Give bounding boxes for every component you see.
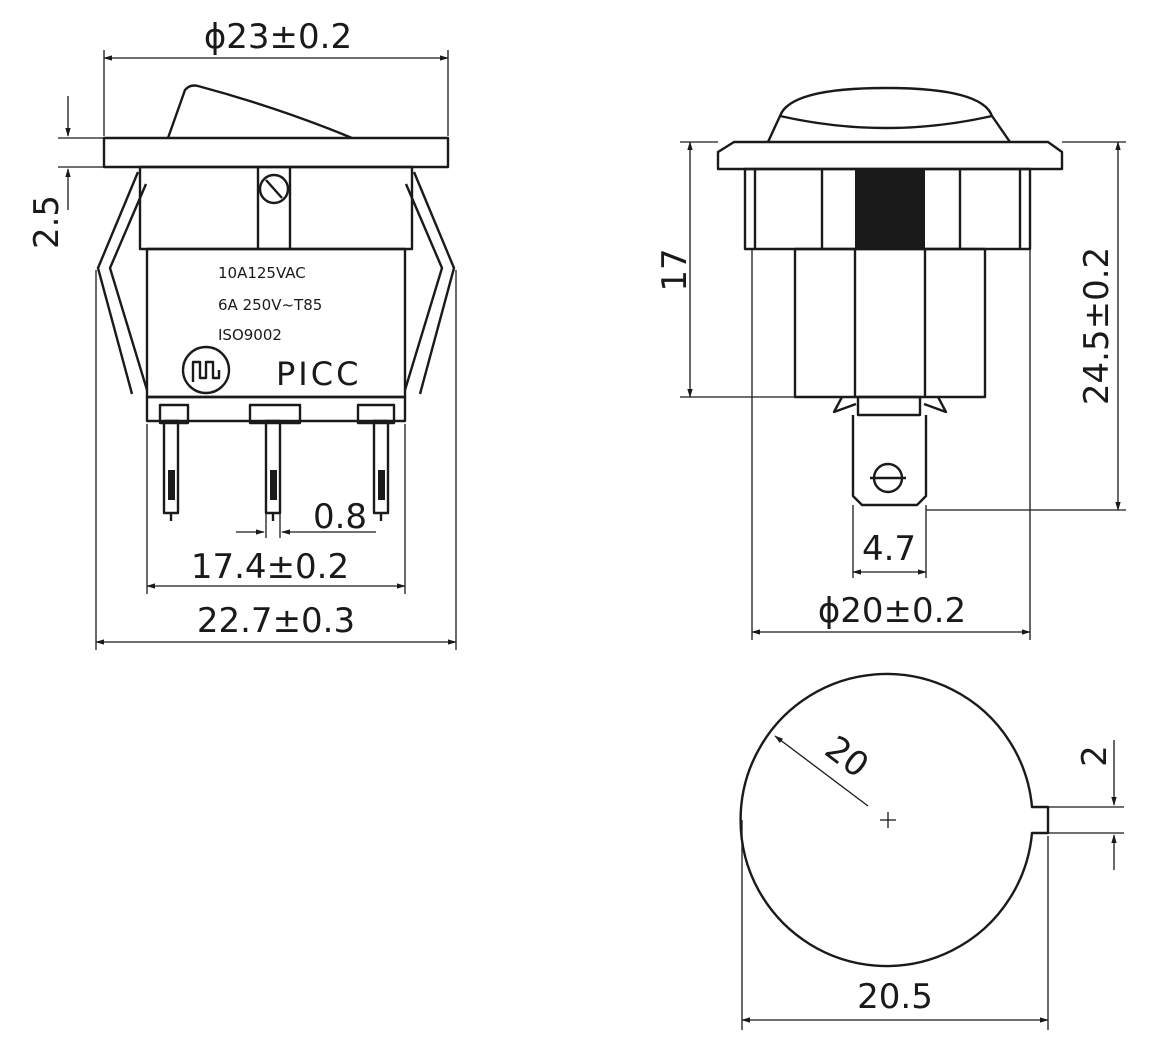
dim-body-height: 17 bbox=[655, 248, 695, 291]
dim-rocker-height: 2.5 bbox=[27, 195, 67, 249]
terminal-pin bbox=[248, 403, 302, 521]
rating-line-2: 6A 250V~T85 bbox=[218, 296, 322, 314]
rating-line-3: ISO9002 bbox=[218, 326, 282, 344]
ribbed-slot bbox=[855, 169, 925, 249]
upper-housing bbox=[138, 165, 414, 251]
rating-line-1: 10A125VAC bbox=[218, 264, 306, 282]
terminal-pin bbox=[356, 403, 396, 521]
dim-cutout-diameter: 20.5 bbox=[857, 977, 933, 1017]
brand-logo-icon bbox=[181, 345, 231, 395]
cutout-view: 20 2 20.5 bbox=[739, 672, 1124, 1030]
dim-pin-thickness: 0.8 bbox=[313, 497, 367, 537]
dim-mount-diameter: ϕ20±0.2 bbox=[818, 591, 966, 631]
right-latch bbox=[412, 171, 456, 395]
dim-pin-span: 17.4±0.2 bbox=[191, 547, 349, 587]
side-terminal bbox=[851, 415, 928, 507]
rocker-dome bbox=[766, 86, 1011, 143]
dim-total-height: 24.5±0.2 bbox=[1077, 247, 1117, 405]
brand-name: PICC bbox=[276, 355, 361, 393]
terminal-pin bbox=[158, 403, 190, 521]
dim-radius: 20 bbox=[817, 728, 876, 786]
left-latch bbox=[96, 171, 140, 395]
screw-icon bbox=[258, 173, 290, 205]
dim-terminal-width: 4.7 bbox=[862, 529, 916, 569]
side-bezel bbox=[716, 140, 1064, 171]
dim-top-width: ϕ23±0.2 bbox=[204, 17, 352, 57]
rocker-actuator bbox=[166, 84, 353, 140]
dim-key-width: 2 bbox=[1075, 745, 1115, 767]
front-view: 10A125VAC 6A 250V~T85 ISO9002 PICC ϕ23±0… bbox=[27, 17, 457, 650]
front-bezel bbox=[102, 136, 450, 169]
dim-body-width: 22.7±0.3 bbox=[197, 601, 355, 641]
side-view: 17 24.5±0.2 4.7 ϕ20±0.2 bbox=[655, 86, 1126, 640]
